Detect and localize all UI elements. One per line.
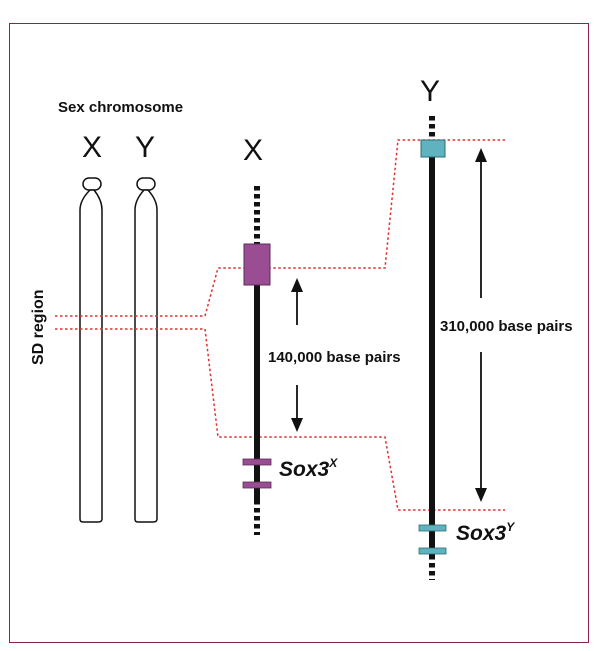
- sox3x-band-1: [242, 458, 272, 466]
- sd-region-label: SD region: [30, 289, 47, 365]
- sex-chromosome-title: Sex chromosome: [58, 99, 183, 116]
- detail-x-chromosome: [242, 186, 272, 535]
- sox3y-band-2: [418, 547, 447, 555]
- pair-y-label: Y: [135, 131, 155, 164]
- pair-x-label: X: [82, 131, 102, 164]
- sd-y-block: [420, 139, 446, 158]
- detail-x-label: X: [243, 134, 263, 167]
- sd-x-block: [243, 243, 271, 286]
- x-distance-arrows: [291, 278, 303, 432]
- sox3y-label: Sox3Y: [456, 520, 515, 545]
- y-distance-label: 310,000 base pairs: [440, 318, 573, 335]
- sd-guide-lines: [55, 139, 505, 511]
- sox3y-band-1: [418, 524, 447, 532]
- y-distance-arrows: [475, 148, 487, 502]
- detail-y-label: Y: [420, 75, 440, 108]
- detail-y-chromosome: [418, 116, 447, 580]
- sox3x-band-2: [242, 481, 272, 489]
- x-distance-label: 140,000 base pairs: [268, 349, 401, 366]
- pair-y-chromosome: [134, 177, 158, 523]
- figure-frame: [9, 23, 589, 643]
- pair-x-chromosome: [79, 177, 103, 523]
- sox3x-label: Sox3X: [279, 456, 338, 481]
